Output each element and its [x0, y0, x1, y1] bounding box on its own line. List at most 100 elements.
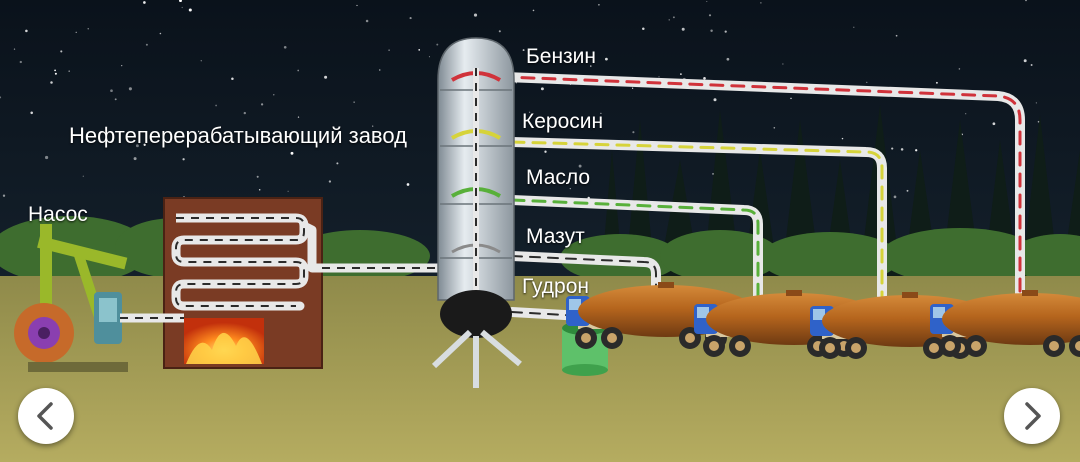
star	[668, 19, 670, 21]
star	[60, 50, 63, 53]
star	[243, 111, 246, 115]
star	[632, 131, 635, 134]
star	[197, 130, 200, 133]
star	[893, 195, 897, 199]
chevron-right-icon	[1025, 402, 1041, 430]
star	[710, 29, 713, 33]
star	[915, 149, 918, 152]
star	[121, 64, 123, 67]
star	[231, 77, 234, 80]
star	[760, 2, 762, 4]
label-pump: Насос	[28, 203, 88, 226]
star	[598, 3, 600, 6]
star	[324, 75, 328, 79]
star	[724, 30, 727, 33]
star	[590, 65, 592, 67]
star	[145, 43, 148, 46]
chevron-left-icon	[37, 402, 53, 430]
star	[30, 111, 33, 115]
pump	[14, 224, 128, 372]
star	[353, 101, 355, 103]
star	[179, 0, 182, 3]
star	[114, 98, 117, 101]
star	[19, 60, 22, 64]
star	[906, 189, 909, 192]
star	[578, 164, 582, 168]
star	[75, 31, 77, 33]
star	[1030, 64, 1033, 66]
star	[712, 173, 714, 175]
star	[379, 69, 381, 71]
star	[110, 89, 113, 93]
star	[13, 48, 16, 50]
star	[782, 63, 784, 65]
star	[54, 72, 57, 75]
star	[200, 60, 202, 62]
star	[540, 87, 544, 91]
star	[371, 139, 375, 142]
star	[544, 150, 547, 153]
star	[143, 143, 146, 146]
star	[790, 97, 792, 100]
star	[45, 155, 49, 160]
star	[260, 103, 264, 106]
star	[356, 4, 358, 7]
star	[25, 29, 28, 33]
star	[708, 14, 712, 17]
star	[1023, 59, 1027, 63]
star	[287, 190, 289, 192]
star	[1035, 102, 1037, 104]
label-gasoline: Бензин	[526, 45, 597, 68]
star	[703, 76, 706, 80]
star	[680, 73, 682, 75]
star	[605, 57, 608, 61]
star	[1037, 120, 1040, 123]
star	[258, 188, 261, 191]
star	[992, 122, 996, 126]
star	[891, 147, 894, 150]
star	[336, 162, 339, 165]
star	[706, 0, 708, 3]
star	[297, 69, 300, 72]
star	[133, 157, 137, 161]
star	[958, 68, 961, 70]
star	[642, 27, 645, 30]
star	[672, 16, 675, 19]
star	[181, 6, 183, 9]
star	[128, 87, 132, 91]
star	[1025, 0, 1027, 2]
star	[328, 180, 332, 183]
next-slide-button[interactable]	[1004, 388, 1060, 444]
star	[498, 30, 501, 33]
star	[522, 49, 525, 52]
star	[82, 175, 84, 177]
star	[273, 94, 275, 96]
star	[188, 8, 192, 12]
star	[68, 70, 70, 72]
star	[182, 158, 185, 161]
star	[143, 1, 146, 4]
star	[2, 194, 6, 197]
diagram-title: Нефтеперерабатывающий завод	[69, 123, 407, 148]
star	[290, 151, 294, 155]
star	[54, 69, 56, 72]
star	[436, 43, 439, 46]
star	[895, 34, 898, 37]
star	[600, 112, 602, 115]
prev-slide-button[interactable]	[18, 388, 74, 444]
star	[159, 32, 162, 35]
star	[0, 96, 2, 99]
star	[773, 127, 776, 129]
star	[658, 76, 660, 78]
star	[297, 116, 300, 118]
star	[215, 104, 217, 107]
star	[900, 148, 904, 151]
star	[50, 81, 53, 84]
label-fuel-oil: Мазут	[526, 225, 585, 248]
star	[87, 28, 89, 30]
star	[713, 98, 717, 102]
star	[283, 45, 287, 49]
star	[965, 113, 967, 115]
